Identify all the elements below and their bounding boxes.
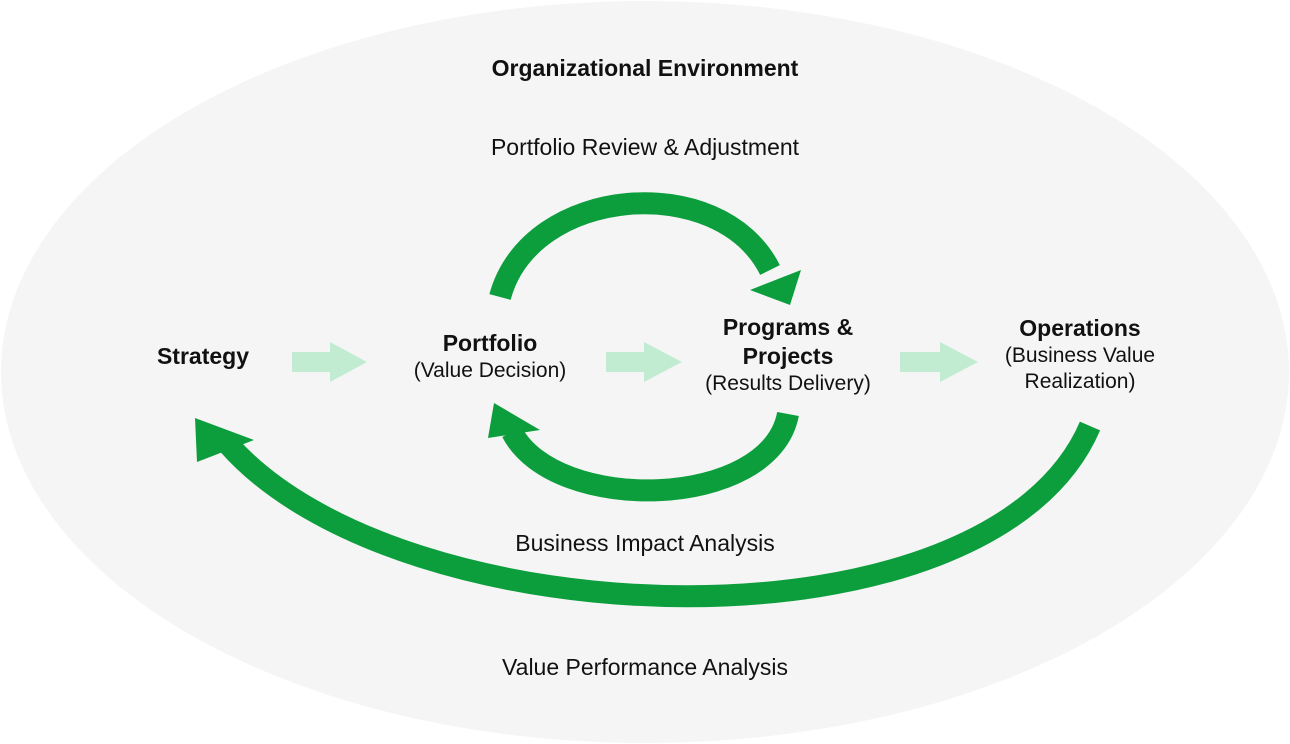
loop-label-value: Value Performance Analysis bbox=[502, 654, 788, 680]
cycle-arrow-value bbox=[219, 421, 1101, 608]
node-programs-title-line2: Projects bbox=[742, 342, 834, 369]
loop-label-impact: Business Impact Analysis bbox=[515, 530, 775, 556]
node-portfolio-title: Portfolio bbox=[442, 330, 538, 356]
cycle-arrow-review-head bbox=[750, 270, 801, 305]
node-strategy: Strategy bbox=[103, 342, 303, 371]
node-operations-subtitle-line1: (Business Value bbox=[1004, 343, 1156, 367]
step-arrow-portfolio-programs bbox=[606, 342, 682, 382]
node-operations-subtitle-line2: Realization) bbox=[1024, 370, 1136, 393]
step-arrow-programs-operations bbox=[900, 342, 978, 382]
node-strategy-title: Strategy bbox=[156, 343, 250, 369]
cycle-arrow-impact-head bbox=[488, 403, 540, 438]
cycle-arrow-impact bbox=[502, 411, 799, 502]
node-operations-title: Operations bbox=[1019, 315, 1141, 341]
cycle-arrow-review bbox=[489, 192, 780, 301]
diagram-title: Organizational Environment bbox=[491, 55, 799, 81]
step-arrow-strategy-portfolio bbox=[292, 342, 367, 382]
loop-label-review: Portfolio Review & Adjustment bbox=[490, 134, 800, 160]
node-portfolio: Portfolio (Value Decision) bbox=[380, 329, 600, 384]
node-operations: Operations (Business Value Realization) bbox=[960, 314, 1200, 395]
cycle-arrow-value-head bbox=[195, 418, 254, 462]
node-programs-subtitle: (Results Delivery) bbox=[705, 371, 871, 395]
node-portfolio-subtitle: (Value Decision) bbox=[413, 358, 567, 382]
node-programs-title-line1: Programs & bbox=[722, 314, 854, 340]
node-programs: Programs & Projects (Results Delivery) bbox=[668, 313, 908, 397]
